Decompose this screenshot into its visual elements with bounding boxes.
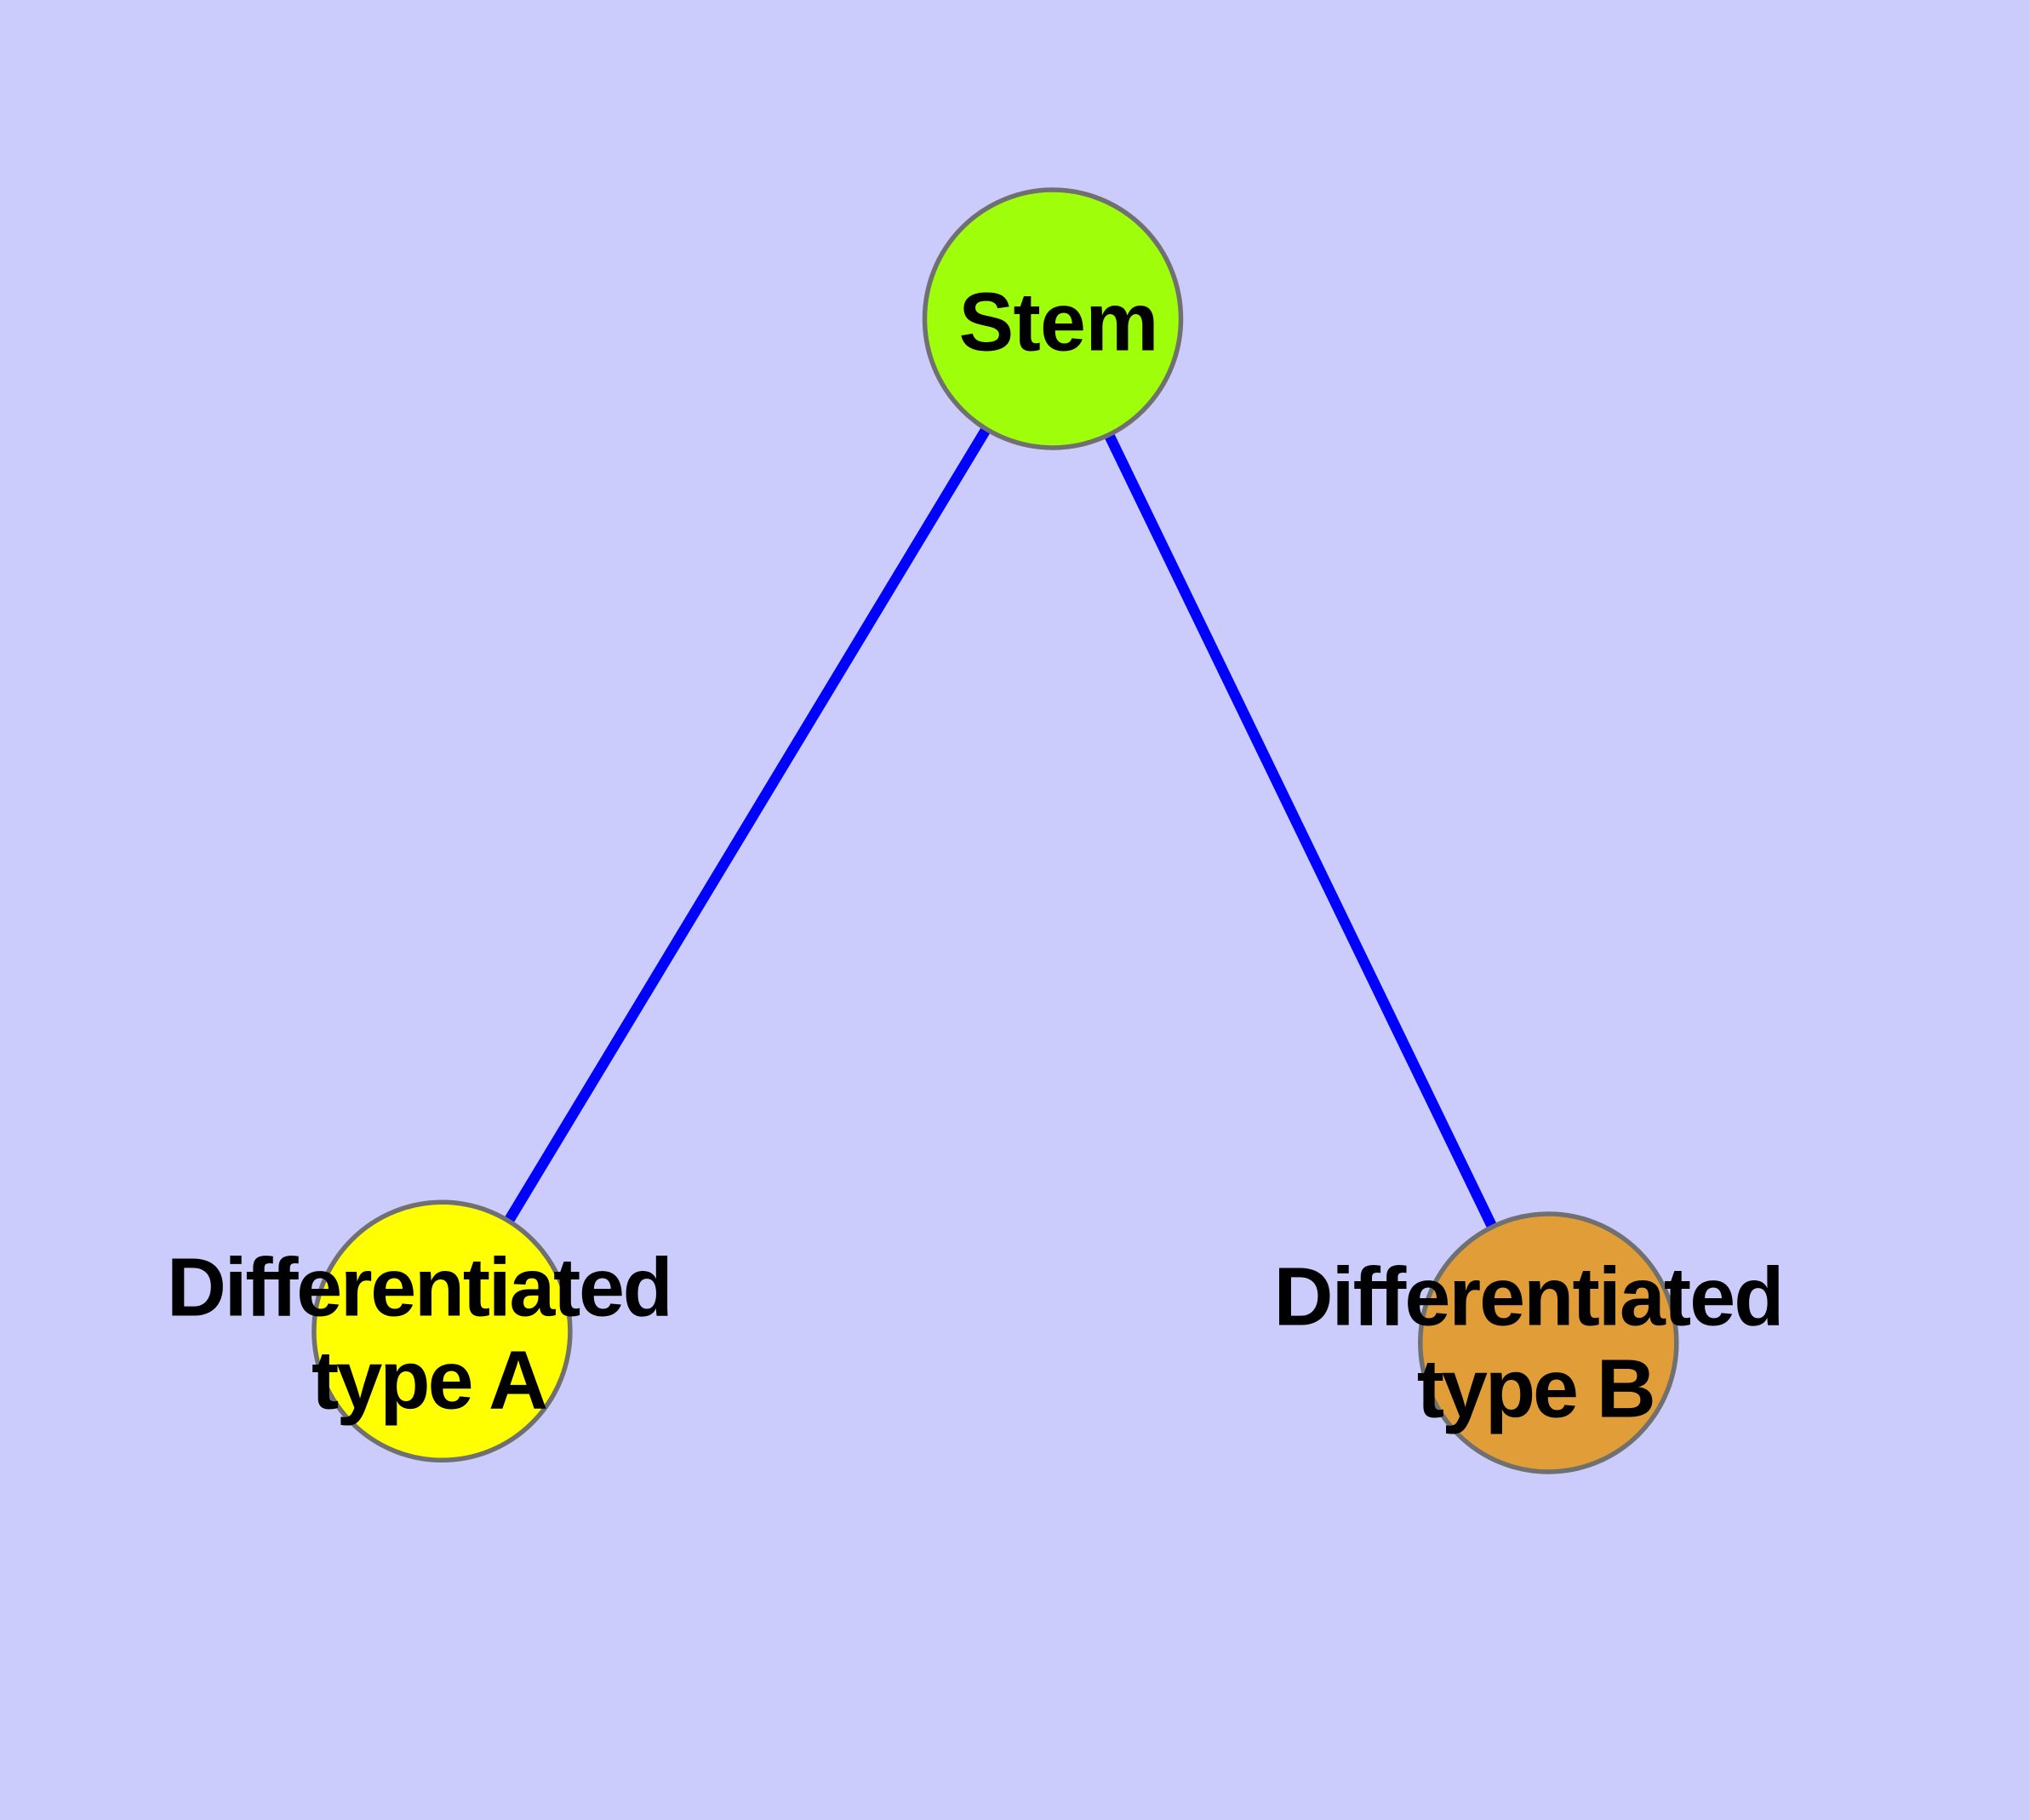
- svg-text:type A: type A: [311, 1334, 548, 1427]
- svg-text:type B: type B: [1417, 1342, 1656, 1434]
- svg-text:Differentiated: Differentiated: [167, 1241, 673, 1334]
- svg-text:Stem: Stem: [959, 276, 1159, 369]
- svg-text:Differentiated: Differentiated: [1274, 1250, 1785, 1342]
